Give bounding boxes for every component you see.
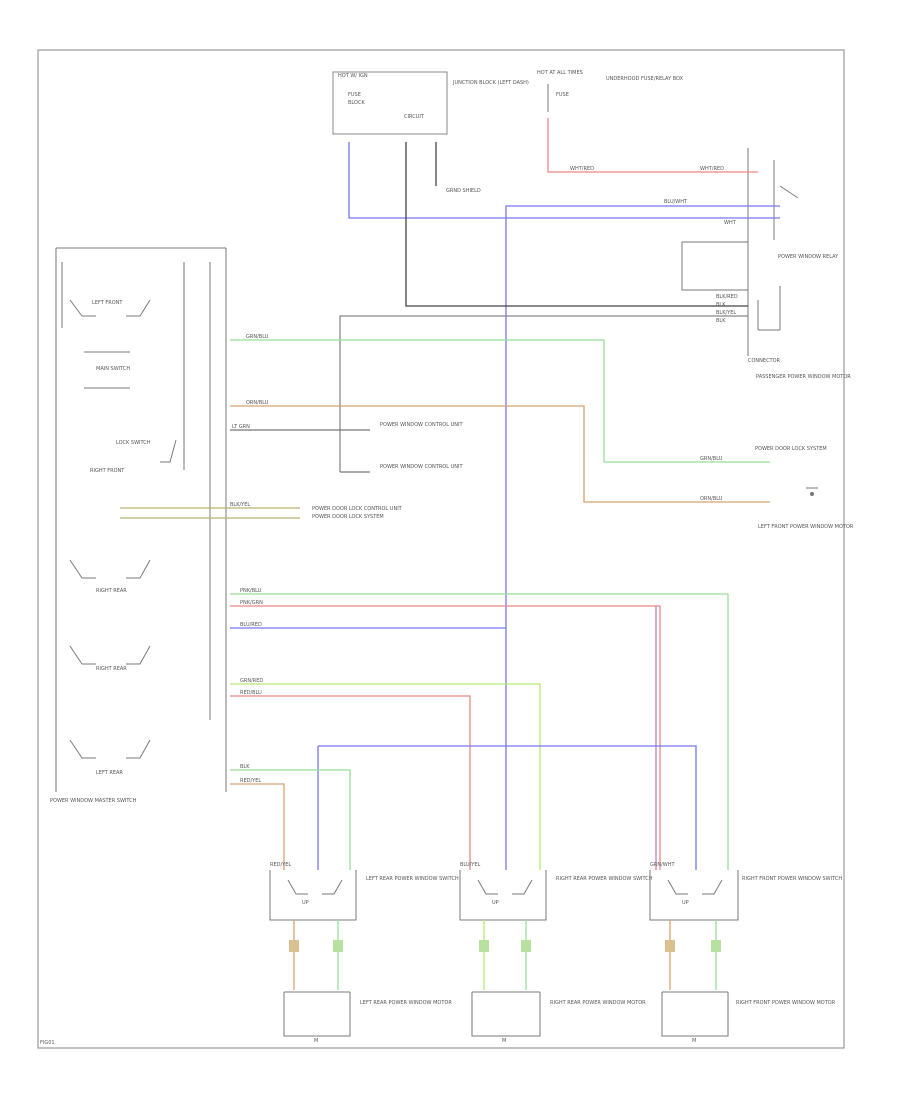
right-rear-window-switch: RIGHT REAR POWER WINDOW SWITCH UP [459, 870, 653, 921]
wire-org-r-label: ORN/BLU [700, 496, 723, 502]
left-front-motor-label: LEFT FRONT POWER WINDOW MOTOR [758, 524, 854, 530]
right-rear-switch-label: RIGHT REAR [96, 588, 127, 594]
power-window-master-switch: LEFT FRONT MAIN SWITCH LOCK SWITCH RIGHT… [50, 247, 227, 804]
wire-blk3-label: BLK [716, 318, 726, 324]
wire-bot-c-label: GRN/WHT [650, 862, 675, 868]
wire-red1-label: RED/BLU [240, 690, 262, 696]
page-id: FIG01 [40, 1040, 55, 1046]
gauge-desc-1: POWER DOOR LOCK SYSTEM [755, 446, 827, 452]
relay-label: POWER WINDOW RELAY [778, 254, 839, 260]
wire-top-red2-label: WHT/RED [700, 166, 724, 172]
hot-at-all-times-label: HOT AT ALL TIMES [537, 70, 583, 76]
left-rear-motor-label: LEFT REAR POWER WINDOW MOTOR [360, 1000, 452, 1006]
wire-red-rr [230, 605, 661, 870]
top-fuse-block-line1: FUSE [348, 92, 361, 98]
wire-black-1 [405, 142, 748, 307]
left-rear-motor-m: M [314, 1038, 318, 1044]
gauge-desc-2: POWER DOOR LOCK SYSTEM [312, 514, 384, 520]
right-front-motor-label: RIGHT FRONT POWER WINDOW MOTOR [736, 1000, 836, 1006]
wire-bot-a-label: RED/YEL [270, 862, 291, 868]
wire-grn2-label: GRN/RED [240, 678, 263, 684]
power-window-relay: POWER WINDOW RELAY CONNECTOR [681, 148, 839, 364]
wire-bot-b-label: BLU/YEL [460, 862, 481, 868]
wire-grn1-label: GRN/BLU [246, 334, 269, 340]
wire-gray-lock [339, 315, 748, 472]
right-front-motor-m: M [692, 1038, 696, 1044]
right-rear-motor-label: RIGHT REAR POWER WINDOW MOTOR [550, 1000, 646, 1006]
top-fuse-block-desc: JUNCTION BLOCK (LEFT DASH) [452, 80, 529, 86]
right-rear-sw-label: RIGHT REAR POWER WINDOW SWITCH [556, 876, 653, 882]
wire-red2-label: RED/YEL [240, 778, 261, 784]
wire-blue-fuse-relay [348, 142, 780, 219]
wire-pnk2-label: PNK/GRN [240, 600, 263, 606]
left-rear-switch-label: LEFT REAR [96, 770, 123, 776]
wire-blue-main [505, 205, 780, 870]
front-motor-desc-2: POWER WINDOW CONTROL UNIT [380, 464, 463, 470]
right-front-sw-label: RIGHT FRONT POWER WINDOW SWITCH [742, 876, 842, 882]
wire-blk2-label: BLK/YEL [716, 310, 736, 316]
underhood-fuse-label: FUSE [556, 92, 569, 98]
top-fuse-block-line2: BLOCK [348, 100, 365, 106]
right-front-window-switch: RIGHT FRONT POWER WINDOW SWITCH UP [649, 870, 842, 921]
passenger-motor-desc: PASSENGER POWER WINDOW MOTOR [756, 374, 851, 380]
wire-blk-yel-label: BLK/YEL [230, 502, 250, 508]
wire-blue-cross [318, 745, 697, 870]
lock-switch-label: LOCK SWITCH [116, 440, 151, 446]
right-rear-window-motor: RIGHT REAR POWER WINDOW MOTOR M [471, 991, 646, 1044]
top-fuse-block: HOT W/ IGN FUSE BLOCK CIRCUIT JUNCTION B… [332, 71, 529, 135]
underhood-fuse-desc: UNDERHOOD FUSE/RELAY BOX [606, 76, 684, 82]
wire-blk1-label: BLK [716, 302, 726, 308]
wire-red-fuse-relay [547, 118, 758, 173]
right-rear-switch-label-2: RIGHT REAR [96, 666, 127, 672]
wire-blue-yel-label: BLU/WHT [664, 199, 688, 205]
right-front-switch-label: RIGHT FRONT [90, 468, 125, 474]
wire-red-rf [230, 695, 471, 870]
relay-connector-label: CONNECTOR [748, 358, 781, 364]
master-switch-label: POWER WINDOW MASTER SWITCH [50, 798, 137, 804]
main-switch-label: MAIN SWITCH [96, 366, 130, 372]
left-front-switch-label: LEFT FRONT [92, 300, 123, 306]
wire-orange [230, 405, 770, 503]
wire-blk-right-label: BLK/RED [716, 294, 738, 300]
wire-green-rr [230, 593, 729, 870]
diagram-frame [37, 49, 845, 1049]
wire-ltgreen-rf [230, 683, 541, 870]
top-fuse-block-circuit: CIRCUIT [404, 114, 425, 120]
left-rear-window-motor: LEFT REAR POWER WINDOW MOTOR M [283, 991, 452, 1044]
wire-grn-r-label: GRN/BLU [700, 456, 723, 462]
wire-wht-label: WHT [724, 220, 737, 226]
wire-org-label: ORN/BLU [246, 400, 269, 406]
top-fuse-block-title: HOT W/ IGN [338, 73, 368, 79]
top-ground-desc: GRND SHIELD [446, 188, 481, 194]
right-rear-motor-m: M [502, 1038, 506, 1044]
right-front-window-motor: RIGHT FRONT POWER WINDOW MOTOR M [661, 991, 836, 1044]
wire-top-red-label: WHT/RED [570, 166, 594, 172]
front-motor-desc-1: POWER WINDOW CONTROL UNIT [380, 422, 463, 428]
underhood-fuse-block: HOT AT ALL TIMES FUSE UNDERHOOD FUSE/REL… [537, 70, 684, 112]
wire-blu1-label: BLU/RED [240, 622, 262, 628]
wire-blk4-label: BLK [240, 764, 250, 770]
right-rear-sw-up: UP [492, 900, 499, 906]
right-front-sw-up: UP [682, 900, 689, 906]
wire-green-top [230, 339, 770, 463]
wire-ltgrn-label: LT GRN [232, 424, 250, 430]
wire-green-lr [230, 769, 351, 870]
wire-orange-lr [230, 783, 285, 870]
left-rear-window-switch: LEFT REAR POWER WINDOW SWITCH UP [269, 870, 459, 921]
door-lock-desc: POWER DOOR LOCK CONTROL UNIT [312, 506, 403, 512]
left-rear-sw-label: LEFT REAR POWER WINDOW SWITCH [366, 876, 459, 882]
left-rear-sw-up: UP [302, 900, 309, 906]
wire-pnk1-label: PNK/BLU [240, 588, 262, 594]
